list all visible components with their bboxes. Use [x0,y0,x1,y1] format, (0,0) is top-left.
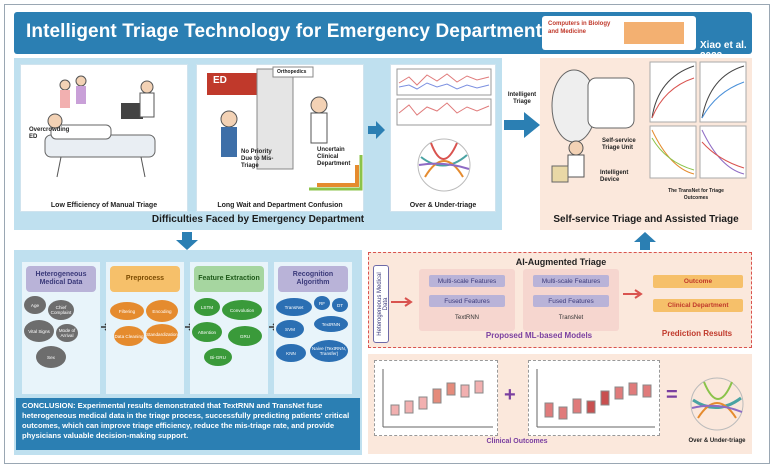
boxplot-illustration [536,369,655,428]
step-item: Encoding [146,300,178,322]
step-title: Heterogeneous Medical Data [26,266,96,292]
up-arrow-icon [634,232,656,250]
difficulties-section: Overcrowding ED Low Efficiency of Manual… [14,58,502,230]
step-item: Sex [36,346,66,368]
panel-caption: Long Wait and Department Confusion [217,202,343,209]
crowded-ed-illustration [44,75,156,178]
step-item: Convolution [222,300,262,320]
over-under-label: Over & Under-triage [688,438,746,444]
panel-manual-triage: Overcrowding ED Low Efficiency of Manual… [20,64,188,212]
author-citation: Xiao et al. 2023 [700,40,747,62]
step-item: TextRNN [314,316,348,332]
ai-title: AI-Augmented Triage [515,257,607,267]
model-name: TransNet [558,315,584,321]
step-item: LSTM [194,298,220,316]
figure-title: Intelligent Triage Technology for Emerge… [26,21,623,42]
step-item: KNN [276,344,306,362]
arrow-icon [391,297,413,307]
clinical-outcomes-title: Clinical Outcomes [486,438,548,445]
intelligent-device-label: Intelligent Device [600,170,629,183]
step-item: Bi-GRU [204,348,232,366]
outcome-box: Outcome [653,275,743,288]
feature-box: Multi-scale Features [429,275,505,287]
step-item: Filtering [110,302,144,320]
step-item: RF [314,296,330,310]
plus-sign: + [504,384,516,406]
right-arrow-icon [368,121,385,139]
self-service-section: Self-service Triage Unit Intelligent Dev… [540,58,752,230]
self-service-title: Self-service Triage and Assisted Triage [553,214,739,225]
step-item: Standardization [146,324,178,344]
big-right-arrow-icon [504,112,540,138]
journal-logo: Computers in Biology and Medicine [542,16,696,50]
department-box: Clinical Department [653,299,743,312]
step-item: DT [332,298,348,312]
no-priority-label: No Priority Due to Mis-Triage [241,149,274,169]
header-banner: Intelligent Triage Technology for Emerge… [14,12,752,62]
journal-cover-icon [624,22,684,44]
ed-sign: ED [213,75,227,86]
equals-sign: = [666,384,678,406]
step-title: Recognition Algorithm [278,266,348,292]
step-item: Vital Signs [24,320,54,342]
prediction-results-label: Prediction Results [661,329,733,338]
model-name: TextRNN [454,315,479,321]
input-data-box: Heterogeneous Medical Data [373,265,389,343]
difficulties-title: Difficulties Faced by Emergency Departme… [151,214,365,225]
step-title: Preprocess [110,266,180,292]
step-item: Attention [192,322,222,342]
textrnn-block: Multi-scale Features Fused Features Text… [419,269,515,331]
step-title: Feature Extraction [194,266,264,292]
triage-plots-illustration [396,68,492,192]
step-item: TransNet [276,298,312,316]
panel-caption: Over & Under-triage [409,202,477,209]
step-item: Naive (TextRNN, Transfer) [310,340,348,362]
ed-queue-illustration [207,66,363,191]
step-item: Chief Complaint [48,300,74,320]
proposed-models-label: Proposed ML-based Models [485,331,593,340]
transnet-label: The TransNet for Triage Outcomes [668,188,724,201]
overcrowding-label: Overcrowding ED [29,127,70,140]
arrow-icon [623,289,643,299]
boxplot-panel-1 [374,360,498,436]
panel-long-wait: ED Orthopedics No Priority Due to Mis-Tr… [196,64,364,212]
chord-diagram-illustration [690,377,744,431]
feature-box: Multi-scale Features [533,275,609,287]
transnet-block: Multi-scale Features Fused Features Tran… [523,269,619,331]
step-item: Data Cleaning [114,326,144,346]
boxplot-panel-2 [528,360,660,436]
step-item: SVM [276,320,304,338]
journal-name: Computers in Biology and Medicine [548,21,611,35]
step-item: GRU [228,326,262,346]
self-service-illustration [551,61,747,183]
conclusion-text: CONCLUSION: Experimental results demonst… [16,398,360,450]
orthopedics-sign: Orthopedics [277,69,307,75]
panel-over-under-triage: Over & Under-triage [390,64,496,212]
feature-box: Fused Features [429,295,505,307]
clinical-outcomes-section: + Clinical Outcomes = Over & Under-triag… [368,354,752,454]
uncertain-dept-label: Uncertain Clinical Department [317,147,351,167]
step-item: Mode of Arrival [56,324,78,342]
feature-box: Fused Features [533,295,609,307]
self-service-unit-label: Self-service Triage Unit [602,138,636,151]
intelligent-triage-label: Intelligent Triage [507,92,537,105]
input-data-label: Heterogeneous Medical Data [377,272,389,336]
boxplot-illustration [382,369,493,428]
ai-augmented-section: AI-Augmented Triage Heterogeneous Medica… [368,252,752,348]
panel-caption: Low Efficiency of Manual Triage [50,202,158,209]
step-item: Age [24,296,46,314]
down-arrow-icon [176,232,198,250]
